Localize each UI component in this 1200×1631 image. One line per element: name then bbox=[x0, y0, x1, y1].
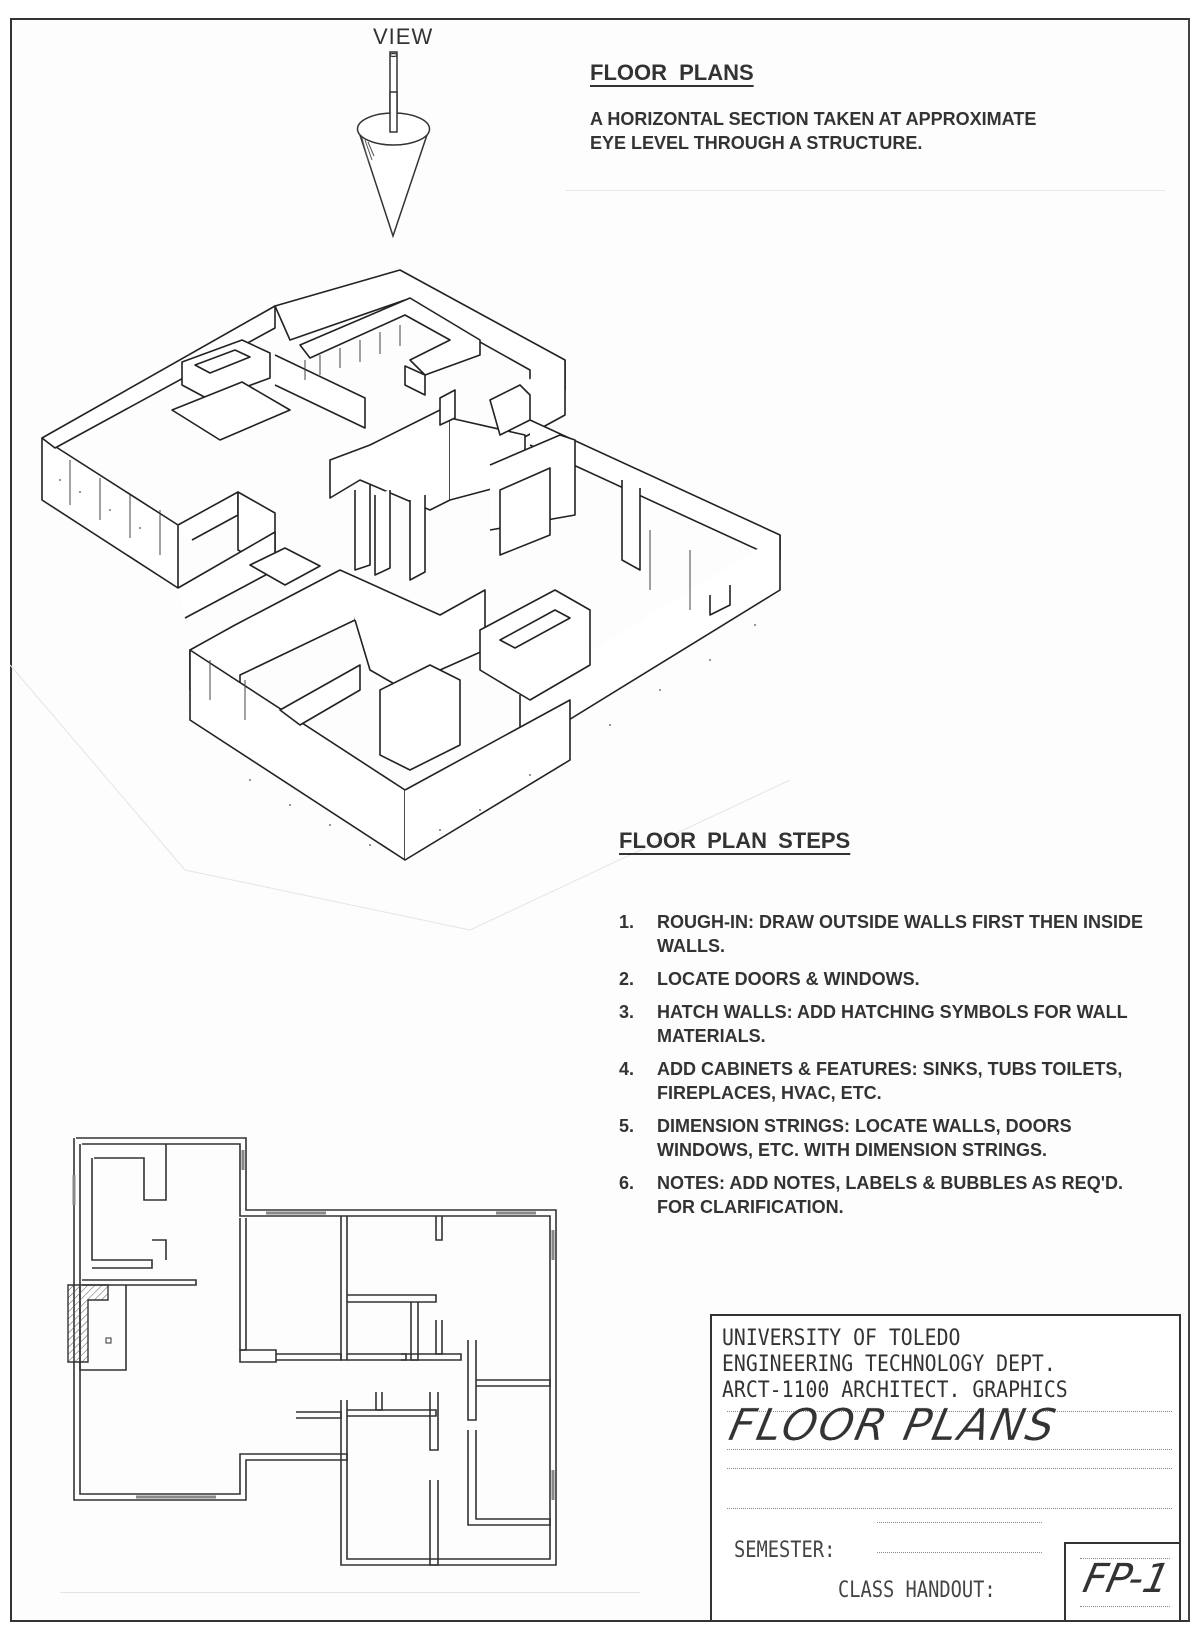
definition-line-2: EYE LEVEL THROUGH A STRUCTURE. bbox=[590, 133, 923, 153]
class-handout-label: CLASS HANDOUT: bbox=[838, 1578, 996, 1603]
header-divider bbox=[565, 190, 1165, 191]
sheet-number-box: FP-1 bbox=[1064, 1542, 1181, 1622]
dotted-guide bbox=[727, 1468, 1172, 1469]
plan-baseline bbox=[60, 1592, 640, 1593]
title-block: UNIVERSITY OF TOLEDO ENGINEERING TECHNOL… bbox=[710, 1314, 1181, 1622]
sheet-title: FLOOR PLANS bbox=[724, 1400, 1062, 1451]
steps-list: 1.ROUGH-IN: DRAW OUTSIDE WALLS FIRST THE… bbox=[619, 910, 1159, 1228]
sheet-number: FP-1 bbox=[1079, 1556, 1174, 1602]
isometric-house-drawing bbox=[9, 269, 791, 931]
view-label: VIEW bbox=[373, 24, 434, 49]
floor-plan-definition: A HORIZONTAL SECTION TAKEN AT APPROXIMAT… bbox=[590, 107, 1150, 155]
step-item: 1.ROUGH-IN: DRAW OUTSIDE WALLS FIRST THE… bbox=[619, 912, 1143, 956]
dotted-guide bbox=[727, 1449, 1172, 1450]
floor-plan-drawing bbox=[67, 1137, 557, 1566]
institution-name: UNIVERSITY OF TOLEDO bbox=[722, 1326, 961, 1351]
dotted-guide bbox=[877, 1522, 1042, 1523]
page-title: FLOOR PLANS bbox=[590, 60, 754, 85]
step-item: 2.LOCATE DOORS & WINDOWS. bbox=[619, 969, 920, 989]
step-item: 5.DIMENSION STRINGS: LOCATE WALLS, DOORS… bbox=[619, 1116, 1072, 1160]
department-name: ENGINEERING TECHNOLOGY DEPT. bbox=[722, 1352, 1056, 1377]
step-item: 6.NOTES: ADD NOTES, LABELS & BUBBLES AS … bbox=[619, 1173, 1123, 1217]
semester-label: SEMESTER: bbox=[734, 1538, 836, 1563]
dotted-guide bbox=[1080, 1606, 1170, 1607]
step-item: 4.ADD CABINETS & FEATURES: SINKS, TUBS T… bbox=[619, 1059, 1123, 1103]
definition-line-1: A HORIZONTAL SECTION TAKEN AT APPROXIMAT… bbox=[590, 109, 1037, 129]
steps-title: FLOOR PLAN STEPS bbox=[619, 828, 851, 853]
dotted-guide bbox=[1080, 1558, 1170, 1559]
semester-field bbox=[877, 1552, 1042, 1553]
course-name: ARCT-1100 ARCHITECT. GRAPHICS bbox=[722, 1378, 1068, 1403]
dotted-guide bbox=[727, 1508, 1172, 1509]
viewing-cone-arrow-icon bbox=[356, 51, 431, 239]
dotted-guide bbox=[727, 1411, 1172, 1412]
step-item: 3.HATCH WALLS: ADD HATCHING SYMBOLS FOR … bbox=[619, 1002, 1128, 1046]
